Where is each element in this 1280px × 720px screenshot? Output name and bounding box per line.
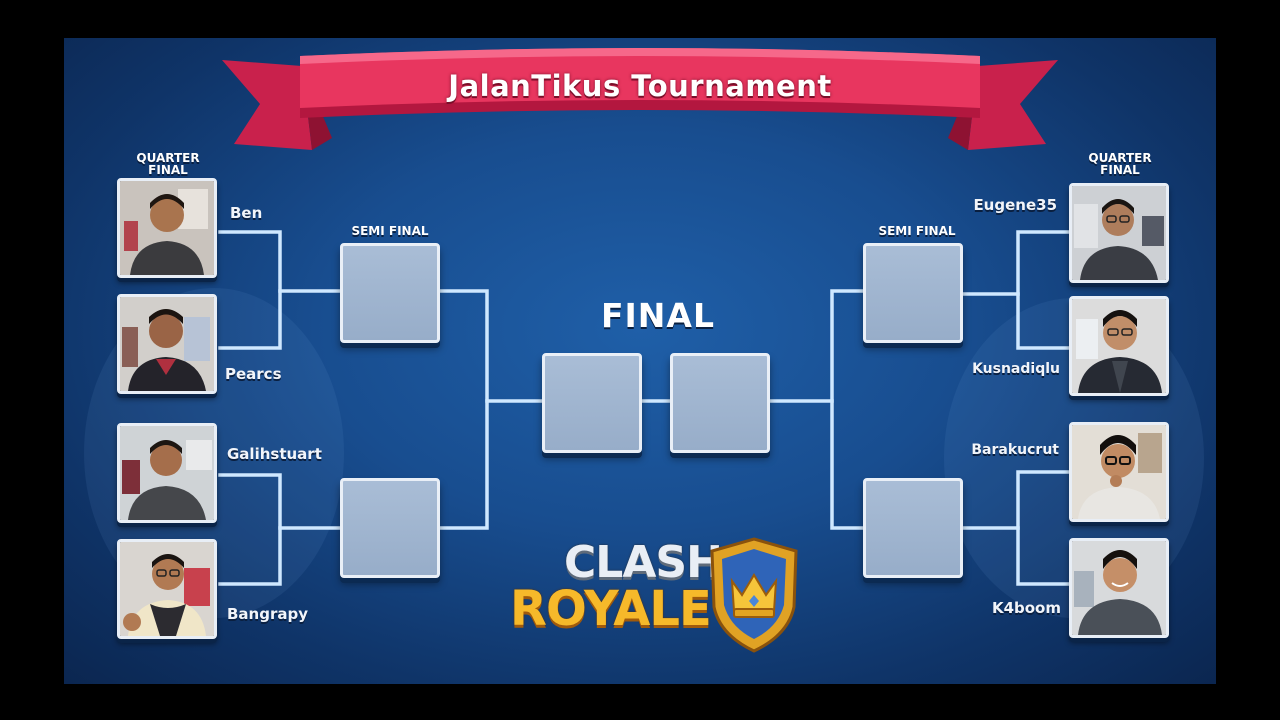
player-photo-kusnadiqlu[interactable]	[1069, 296, 1169, 396]
person-avatar-icon	[1072, 186, 1166, 280]
player-name-barakucrut: Barakucrut	[971, 441, 1059, 459]
player-photo-eugene35[interactable]	[1069, 183, 1169, 283]
person-avatar-icon	[1072, 299, 1166, 393]
player-photo-ben[interactable]	[117, 178, 217, 278]
person-avatar-icon	[1072, 425, 1166, 519]
person-avatar-icon	[120, 297, 214, 391]
person-avatar-icon	[120, 181, 214, 275]
player-name-bangrapy: Bangrapy	[227, 605, 308, 623]
semi-final-slot-left-top[interactable]	[340, 243, 440, 343]
semi-final-label-left: SEMI FINAL	[330, 224, 450, 238]
semi-final-label-right: SEMI FINAL	[857, 224, 977, 238]
quarter-final-label-right: QUARTER FINAL	[1060, 152, 1180, 176]
player-photo-k4boom[interactable]	[1069, 538, 1169, 638]
player-name-kusnadiqlu: Kusnadiqlu	[972, 360, 1060, 378]
player-name-k4boom: K4boom	[992, 599, 1061, 617]
player-photo-pearcs[interactable]	[117, 294, 217, 394]
player-name-galihstuart: Galihstuart	[227, 445, 322, 463]
player-name-eugene35: Eugene35	[973, 196, 1057, 214]
person-avatar-icon	[120, 426, 214, 520]
semi-final-slot-right-bottom[interactable]	[863, 478, 963, 578]
player-photo-galihstuart[interactable]	[117, 423, 217, 523]
player-photo-barakucrut[interactable]	[1069, 422, 1169, 522]
quarter-final-label-left: QUARTER FINAL	[108, 152, 228, 176]
person-avatar-icon	[1072, 541, 1166, 635]
clash-royale-logo: CLASH ROYALE	[506, 535, 806, 655]
player-name-ben: Ben	[230, 204, 262, 222]
semi-final-slot-left-bottom[interactable]	[340, 478, 440, 578]
person-avatar-icon	[120, 542, 214, 636]
tournament-bracket-screen: JalanTikus Tournament QUARTER FINA	[64, 38, 1216, 684]
final-label: FINAL	[558, 297, 758, 335]
crown-shield-icon	[708, 537, 800, 653]
logo-text-clash: CLASH	[564, 539, 722, 587]
final-slot-right[interactable]	[670, 353, 770, 453]
logo-text-royale: ROYALE	[510, 583, 711, 635]
semi-final-slot-right-top[interactable]	[863, 243, 963, 343]
final-slot-left[interactable]	[542, 353, 642, 453]
player-photo-bangrapy[interactable]	[117, 539, 217, 639]
player-name-pearcs: Pearcs	[225, 365, 282, 383]
